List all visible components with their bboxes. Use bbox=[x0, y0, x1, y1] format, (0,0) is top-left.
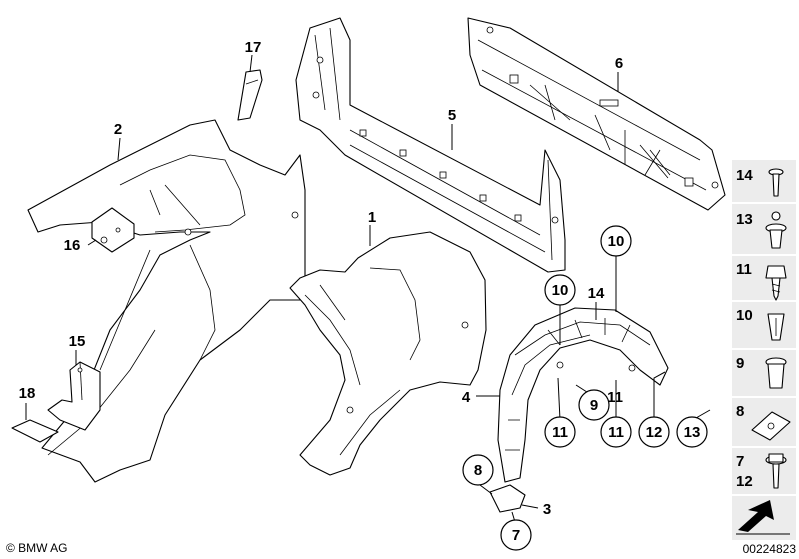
legend-label-7: 7 bbox=[736, 453, 744, 470]
label-part-14: 14 bbox=[588, 285, 605, 302]
part-number-label: 10 bbox=[608, 233, 625, 250]
wheel-arch-liner-part-4[interactable] bbox=[497, 307, 669, 483]
part-number-label: 9 bbox=[590, 397, 598, 414]
callout-8: 8 bbox=[462, 454, 494, 486]
label-part-17: 17 bbox=[245, 39, 262, 56]
callout-10-top: 10 bbox=[600, 225, 632, 257]
part-number-label: 7 bbox=[512, 527, 520, 544]
side-rail-part-5[interactable] bbox=[295, 17, 566, 273]
spring-nut-icon bbox=[751, 411, 791, 441]
callout-9: 9 bbox=[578, 389, 610, 421]
screw-icon bbox=[765, 265, 787, 301]
push-pin-icon bbox=[768, 168, 784, 197]
part-number-label: 12 bbox=[646, 424, 663, 441]
label-part-1: 1 bbox=[368, 209, 376, 226]
legend-label-13: 13 bbox=[736, 211, 753, 228]
bolt-with-washer-icon bbox=[765, 453, 787, 489]
spreader-nut-icon bbox=[765, 357, 787, 389]
callout-11-left: 11 bbox=[544, 416, 576, 448]
label-part-15: 15 bbox=[69, 333, 86, 350]
part-number-label: 11 bbox=[608, 424, 624, 441]
legend-label-9: 9 bbox=[736, 355, 744, 372]
document-number: 00224823 bbox=[743, 542, 797, 556]
label-part-3: 3 bbox=[543, 501, 551, 518]
leader-lines bbox=[25, 54, 711, 523]
legend-label-12: 12 bbox=[736, 473, 753, 490]
side-panel-outer-part-2[interactable] bbox=[27, 119, 306, 483]
label-part-4: 4 bbox=[462, 389, 471, 406]
bracket-part-17[interactable] bbox=[237, 69, 263, 121]
legend-label-11: 11 bbox=[736, 261, 752, 278]
side-panel-inner-part-1[interactable] bbox=[289, 231, 487, 476]
legend-label-10: 10 bbox=[736, 307, 753, 324]
label-part-2: 2 bbox=[114, 121, 122, 138]
expanding-rivet-icon bbox=[765, 211, 787, 249]
label-part-6: 6 bbox=[615, 55, 623, 72]
legend-label-8: 8 bbox=[736, 403, 744, 420]
label-part-11-upper: 11 bbox=[607, 389, 623, 406]
callout-7: 7 bbox=[500, 519, 532, 551]
copyright-text: © BMW AG bbox=[6, 541, 68, 555]
label-part-16: 16 bbox=[64, 237, 81, 254]
direction-arrow-icon bbox=[736, 500, 790, 535]
callout-13: 13 bbox=[676, 416, 708, 448]
part-number-label: 11 bbox=[552, 424, 568, 441]
label-part-18: 18 bbox=[19, 385, 36, 402]
callout-12: 12 bbox=[638, 416, 670, 448]
clip-part-3[interactable] bbox=[489, 484, 526, 513]
pad-part-18[interactable] bbox=[11, 419, 59, 443]
callout-10-left: 10 bbox=[544, 274, 576, 306]
fastener-legend: 14 13 11 10 9 8 7 12 bbox=[732, 160, 796, 540]
plate-part-16[interactable] bbox=[91, 207, 135, 253]
nut-clip-icon bbox=[767, 313, 785, 341]
part-number-label: 8 bbox=[474, 462, 482, 479]
part-number-label: 10 bbox=[552, 282, 569, 299]
legend-label-14: 14 bbox=[736, 167, 753, 184]
label-part-5: 5 bbox=[448, 107, 456, 124]
bracket-part-15[interactable] bbox=[47, 361, 101, 431]
callout-11-mid: 11 bbox=[600, 416, 632, 448]
rear-panel-part-6[interactable] bbox=[467, 17, 726, 211]
part-number-label: 13 bbox=[684, 424, 701, 441]
